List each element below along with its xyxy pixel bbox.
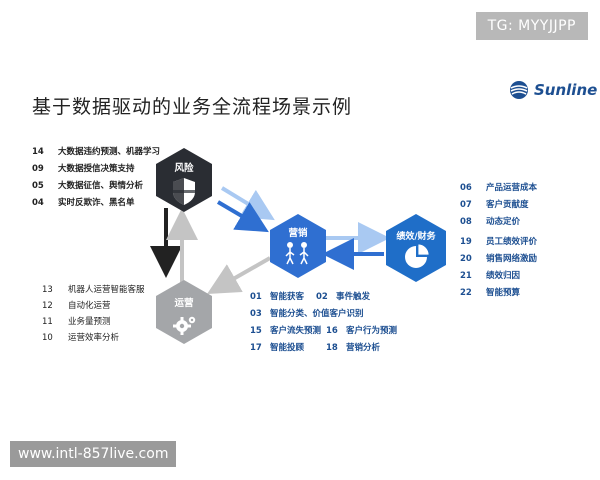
- performance-node-label: 绩效/财务: [396, 232, 436, 242]
- operations-node-label: 运营: [174, 298, 194, 309]
- pie-chart-icon: [405, 243, 430, 268]
- people-walking-icon: [285, 242, 309, 265]
- gear-icon: [173, 316, 196, 335]
- operations-node: [156, 280, 212, 344]
- marketing-node-label: 营销: [288, 228, 308, 239]
- watermark-url: www.intl-857live.com: [10, 441, 177, 467]
- arrow-marketing-to-operations: [207, 256, 271, 294]
- arrow-risk-to-marketing-light: [220, 186, 275, 221]
- sunline-logo-icon: [510, 81, 528, 99]
- risk-node-label: 风险: [174, 163, 194, 174]
- arrow-risk-to-marketing: [216, 200, 269, 233]
- tg-badge: TG: MYYJJPP: [475, 12, 588, 40]
- marketing-node: [270, 214, 326, 278]
- page-title: 基于数据驱动的业务全流程场景示例: [32, 96, 353, 118]
- sunline-logo-text: Sunline: [534, 81, 598, 99]
- shield-icon: [173, 178, 195, 205]
- sunline-logo: Sunline: [508, 80, 597, 100]
